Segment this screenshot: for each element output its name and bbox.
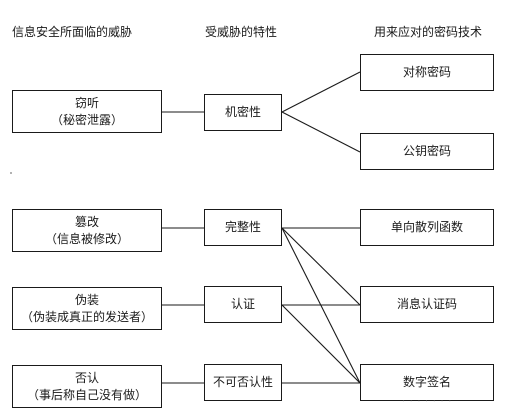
property-label: 不可否认性: [212, 375, 273, 389]
watermark-logo: · · · · · · ·: [402, 397, 453, 407]
property-confidentiality-box: 机密性: [204, 94, 282, 131]
threat-repudiation-box: 否认 （事后称自己没有做）: [12, 365, 162, 408]
tech-label: 消息认证码: [396, 297, 457, 311]
property-label: 完整性: [224, 220, 261, 234]
threat-detail: （事后称自己没有做）: [26, 387, 147, 402]
tech-label: 数字签名: [402, 375, 451, 389]
scan-speck: [10, 172, 12, 174]
header-properties: 受威胁的特性: [205, 25, 278, 39]
property-label: 认证: [230, 297, 255, 311]
threat-title: 窃听: [74, 95, 99, 110]
threat-detail: （伪装成真正的发送者）: [20, 309, 153, 324]
connector-integrity-mac: [281, 227, 361, 306]
threat-eavesdropping-box: 窃听 （秘密泄露）: [12, 90, 162, 133]
threat-title: 否认: [74, 370, 99, 385]
threat-tampering-box: 篡改 （信息被修改）: [12, 209, 162, 252]
header-technologies: 用来应对的密码技术: [374, 25, 483, 39]
connector-authentication-signature: [281, 304, 361, 384]
tech-label: 公钥密码: [402, 144, 451, 158]
property-nonrepudiation-box: 不可否认性: [204, 364, 282, 401]
connector-confidentiality-publickey: [281, 111, 361, 153]
threat-detail: （秘密泄露）: [50, 112, 123, 127]
threat-spoofing-box: 伪装 （伪装成真正的发送者）: [12, 287, 162, 330]
threat-detail: （信息被修改）: [44, 231, 129, 246]
tech-public-key-cipher-box: 公钥密码: [360, 133, 494, 170]
property-authentication-box: 认证: [204, 286, 282, 323]
connector-confidentiality-symmetric: [281, 71, 361, 113]
tech-hash-function-box: 单向散列函数: [360, 209, 494, 246]
tech-digital-signature-box: 数字签名: [360, 364, 494, 401]
threat-title: 篡改: [74, 214, 99, 229]
tech-symmetric-cipher-box: 对称密码: [360, 54, 494, 91]
property-integrity-box: 完整性: [204, 209, 282, 246]
header-threats: 信息安全所面临的威胁: [12, 25, 133, 39]
connector-integrity-signature: [281, 227, 361, 384]
threat-title: 伪装: [74, 292, 99, 307]
property-label: 机密性: [224, 105, 261, 119]
tech-label: 对称密码: [402, 65, 451, 79]
tech-mac-box: 消息认证码: [360, 286, 494, 323]
tech-label: 单向散列函数: [390, 220, 463, 234]
